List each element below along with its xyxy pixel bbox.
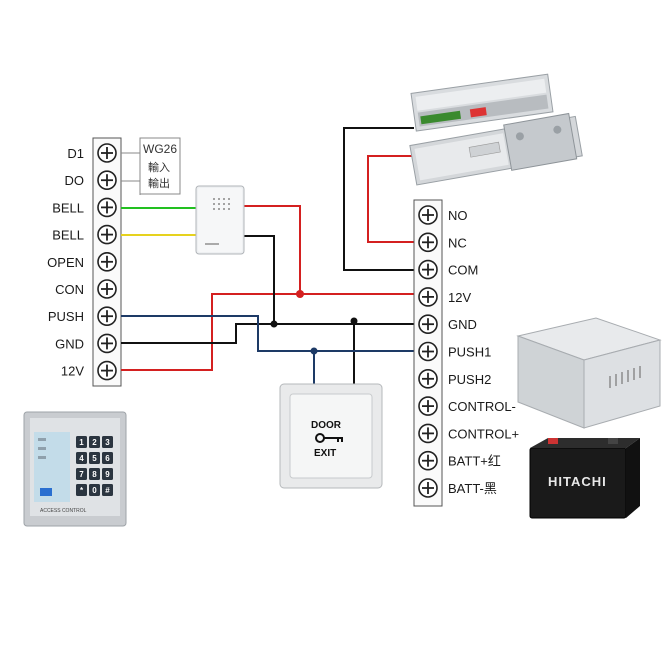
keypad-key[interactable]: 3 (102, 436, 113, 448)
keypad-key[interactable]: * (76, 484, 87, 496)
wiegand-box-title: WG26 (143, 142, 177, 156)
keypad-key-label: 0 (92, 486, 97, 495)
power-terminal-label: NC (448, 235, 467, 250)
plus-terminal-icon (418, 478, 438, 498)
keypad-key[interactable]: 1 (76, 436, 87, 448)
controller-terminal-label: BELL (52, 200, 84, 215)
plus-terminal-icon (418, 423, 438, 444)
keypad-key[interactable]: 8 (89, 468, 100, 480)
junction-gnd-2 (350, 317, 358, 325)
keypad-key[interactable]: 9 (102, 468, 113, 480)
keypad-key[interactable]: 5 (89, 452, 100, 464)
power-terminal-label: PUSH2 (448, 372, 491, 387)
plus-terminal-icon (418, 259, 438, 280)
plus-terminal-icon (418, 314, 438, 335)
battery: HITACHI (529, 438, 640, 519)
magnetic-lock (410, 73, 554, 132)
battery-brand: HITACHI (548, 474, 607, 489)
controller-terminal-label: BELL (52, 228, 84, 243)
plus-terminal-icon (418, 368, 438, 389)
keypad-key-label: # (105, 486, 110, 495)
exit-button-exit-label: EXIT (314, 448, 336, 459)
keypad-key[interactable]: 7 (76, 468, 87, 480)
keypad-key[interactable]: 6 (102, 452, 113, 464)
controller-terminal-label: 12V (61, 364, 84, 379)
keypad-key[interactable]: 2 (89, 436, 100, 448)
plus-terminal-icon (418, 341, 438, 362)
power-terminal-label: CONTROL+ (448, 426, 519, 441)
keypad-key[interactable]: 4 (76, 452, 87, 464)
keypad-key-label: 1 (79, 438, 84, 447)
doorbell (195, 185, 245, 255)
plus-terminal-icon (97, 224, 117, 245)
wires (121, 127, 416, 384)
plus-terminal-icon (418, 450, 438, 471)
plus-terminal-icon (97, 333, 117, 354)
power-terminal-label: 12V (448, 290, 471, 305)
plus-terminal-icon (418, 287, 438, 307)
plus-terminal-icon (97, 170, 117, 190)
plus-terminal-icon (418, 205, 438, 225)
junction-gnd-1 (270, 320, 278, 328)
plus-terminal-icon (97, 360, 117, 381)
plus-terminal-icon (97, 251, 117, 272)
exit-button[interactable]: DOOR EXIT (279, 383, 383, 489)
power-terminal-label: BATT-黑 (448, 481, 497, 496)
junction-12v (296, 290, 304, 298)
keypad-key-label: 5 (92, 454, 97, 463)
wire-blue-push (121, 315, 416, 352)
power-terminal-label: NO (448, 208, 468, 223)
plus-terminal-icon (418, 396, 438, 416)
power-terminal-label: COM (448, 263, 478, 278)
plus-terminal-icon (97, 279, 117, 299)
key-icon (315, 433, 343, 443)
controller-terminal-label: PUSH (48, 309, 84, 324)
wire-black-com (343, 127, 416, 271)
power-terminal-label: CONTROL- (448, 399, 516, 414)
power-terminal-label: GND (448, 317, 477, 332)
controller-terminal-label: GND (55, 336, 84, 351)
keypad-key-label: 2 (92, 438, 97, 447)
plus-terminal-icon (418, 232, 438, 253)
power-terminal-label: PUSH1 (448, 345, 491, 360)
plus-terminal-icon (97, 143, 117, 163)
plus-terminal-icon (97, 197, 117, 218)
wiegand-box: WG26 輸入 輸出 (121, 137, 181, 195)
controller-terminal-label: OPEN (47, 255, 84, 270)
keypad-key[interactable]: # (102, 484, 113, 496)
keypad-key-label: 7 (79, 470, 84, 479)
keypad-key-label: 4 (79, 454, 84, 463)
wire-red-nc (367, 155, 416, 243)
wire-red-bell (244, 205, 301, 294)
wire-black-bell (244, 235, 275, 324)
junction-dots (270, 290, 358, 355)
keypad-key-label: 3 (105, 438, 110, 447)
keypad-key-label: 9 (105, 470, 110, 479)
plus-terminal-icon (97, 306, 117, 327)
keypad-key-label: 6 (105, 454, 110, 463)
wire-red-12v (121, 293, 416, 371)
controller-terminal-label: DO (65, 173, 85, 188)
keypad-footer: ACCESS CONTROL (40, 508, 87, 514)
controller-terminal-label: CON (55, 282, 84, 297)
keypad-key[interactable]: 0 (89, 484, 100, 496)
keypad-key-label: * (80, 486, 84, 495)
wiegand-box-input: 輸入 (148, 160, 170, 174)
keypad-key-label: 8 (92, 470, 97, 479)
wiegand-box-output: 輸出 (148, 176, 170, 190)
power-supply-box (516, 317, 662, 429)
exit-button-door-label: DOOR (311, 420, 342, 431)
power-terminal-label: BATT+红 (448, 454, 501, 469)
wire-black-gnd (121, 323, 416, 344)
junction-push (310, 347, 318, 355)
controller-terminal-label: D1 (67, 146, 84, 161)
electric-bolt-lock (409, 112, 583, 186)
